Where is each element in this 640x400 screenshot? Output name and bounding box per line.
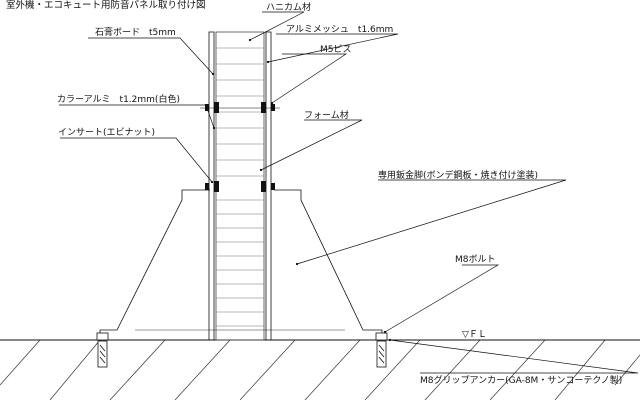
sheet-metal-leg — [99, 189, 383, 339]
label-honeycomb: ハニカム材 — [266, 3, 312, 13]
label-foam: フォーム材 — [304, 111, 349, 121]
label-sheet-metal-leg: 専用鈑金脚(ボンデ鋼板・焼き付け塗装) — [378, 171, 539, 181]
label-m8-bolt: M8ボルト — [455, 255, 496, 265]
label-gypsum-board: 石膏ボード t5mm — [95, 28, 176, 38]
label-color-aluminum: カラーアルミ t1.2mm(白色) — [57, 95, 180, 105]
honeycomb-core — [216, 47, 264, 327]
screw-set-upper — [200, 102, 280, 113]
label-m5-screw: M5ビス — [320, 45, 352, 55]
ground-hatch — [0, 339, 640, 400]
drawing-title: 室外機・エコキュート用防音パネル取り付け図 — [6, 0, 206, 11]
label-aluminum-mesh: アルミメッシュ t1.6mm — [286, 25, 394, 35]
anchor-left — [96, 332, 109, 368]
label-floor-level: ▽ＦＬ — [462, 330, 487, 340]
screw-set-lower — [205, 181, 275, 192]
label-insert-nut: インサート(エビナット) — [58, 128, 156, 138]
label-grip-anchor: M8グリップアンカー(GA-8M・サンコーテクノ製) — [420, 376, 623, 386]
anchor-right — [375, 332, 388, 368]
leader-lines — [59, 11, 639, 374]
